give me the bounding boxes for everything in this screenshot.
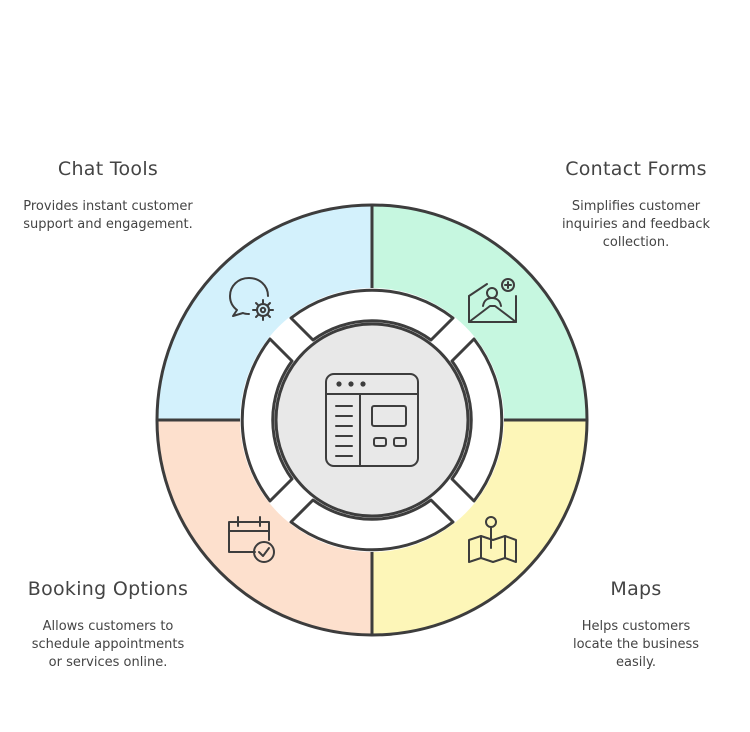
contact-forms-label: Contact Forms Simplifies customer inquir… (546, 158, 726, 252)
booking-options-title: Booking Options (27, 578, 189, 600)
map-pin-icon (468, 516, 517, 563)
contact-forms-description: Simplifies customer inquiries and feedba… (561, 199, 711, 250)
chat-tools-description: Provides instant customer support and en… (23, 199, 193, 232)
inner-arc-top (289, 288, 455, 342)
inner-arc-left (240, 337, 294, 503)
maps-label: Maps Helps customers locate the business… (546, 578, 726, 672)
browser-window-icon (325, 373, 419, 467)
chat-tools-label: Chat Tools Provides instant customer sup… (18, 158, 198, 234)
chat-tools-title: Chat Tools (57, 158, 159, 180)
booking-options-description: Allows customers to schedule appointment… (31, 619, 185, 670)
chat-gear-icon (229, 277, 274, 321)
contact-forms-title: Contact Forms (565, 158, 707, 180)
inner-arc-right (450, 337, 504, 503)
inner-arc-bottom (289, 498, 455, 552)
maps-title: Maps (610, 578, 662, 600)
mail-user-icon (468, 278, 517, 323)
maps-description: Helps customers locate the business easi… (572, 619, 700, 670)
calendar-check-icon (228, 516, 275, 563)
booking-options-label: Booking Options Allows customers to sche… (18, 578, 198, 672)
